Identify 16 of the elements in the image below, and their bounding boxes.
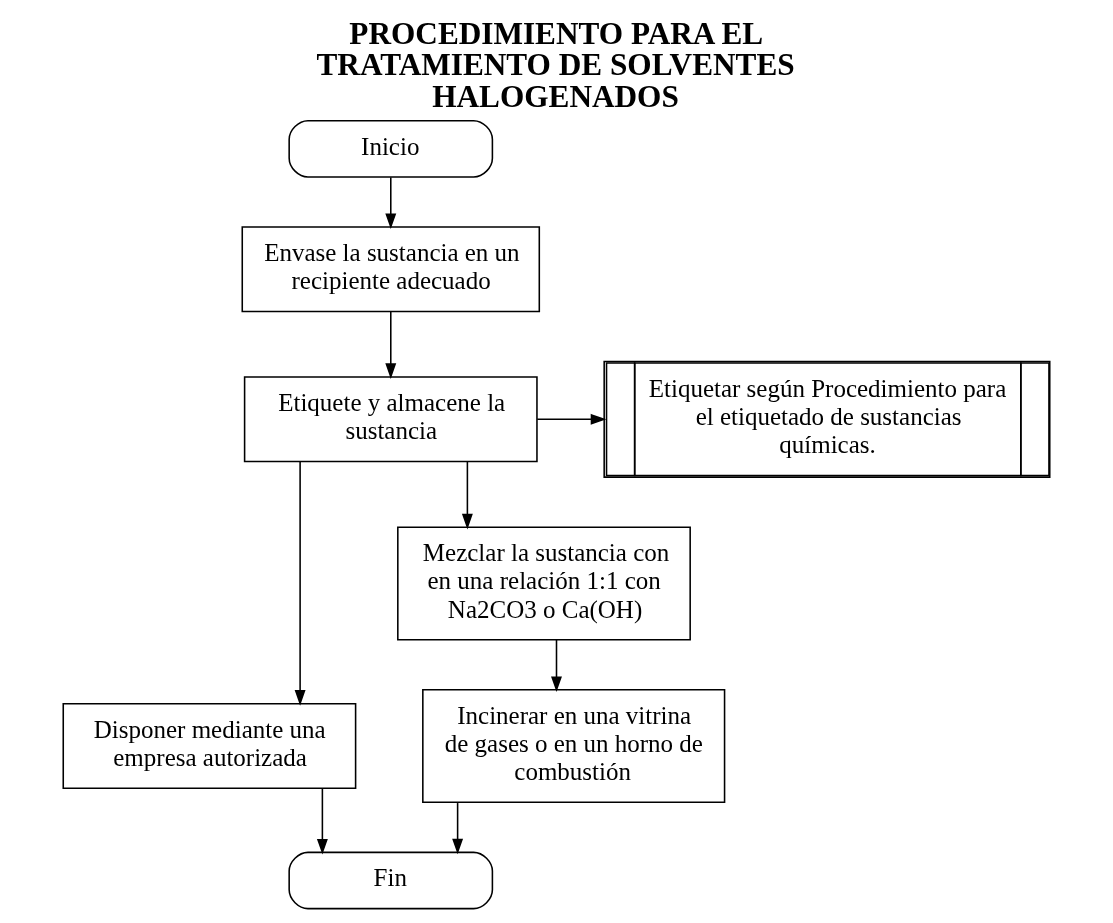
node-box: Inicio — [288, 119, 494, 178]
node-box: Disponer mediante una empresa autorizada — [62, 703, 357, 790]
node-box: Envase la sustancia en un recipiente adecuado — [241, 226, 541, 313]
arrow — [385, 311, 397, 379]
arrow — [385, 176, 397, 230]
arrow — [294, 461, 306, 706]
arrow — [316, 787, 328, 855]
arrow — [461, 460, 473, 530]
node-box: Incinerar en una vitrina de gases o en un horno de combustión — [422, 688, 726, 804]
node-box: Mezclar la sustancia con en una relación 1:1 con Na2CO3 o Ca(OH) — [397, 526, 691, 641]
diagram-title: PROCEDIMIENTO PARA EL TRATAMIENTO DE SOLVENTES HALOGENADOS — [316, 16, 795, 114]
node-box: Fin — [288, 851, 494, 910]
arrow — [452, 802, 464, 855]
arrow — [536, 413, 607, 425]
node-box: Etiquete y almacene la sustancia — [243, 376, 538, 463]
arrow — [551, 639, 562, 693]
